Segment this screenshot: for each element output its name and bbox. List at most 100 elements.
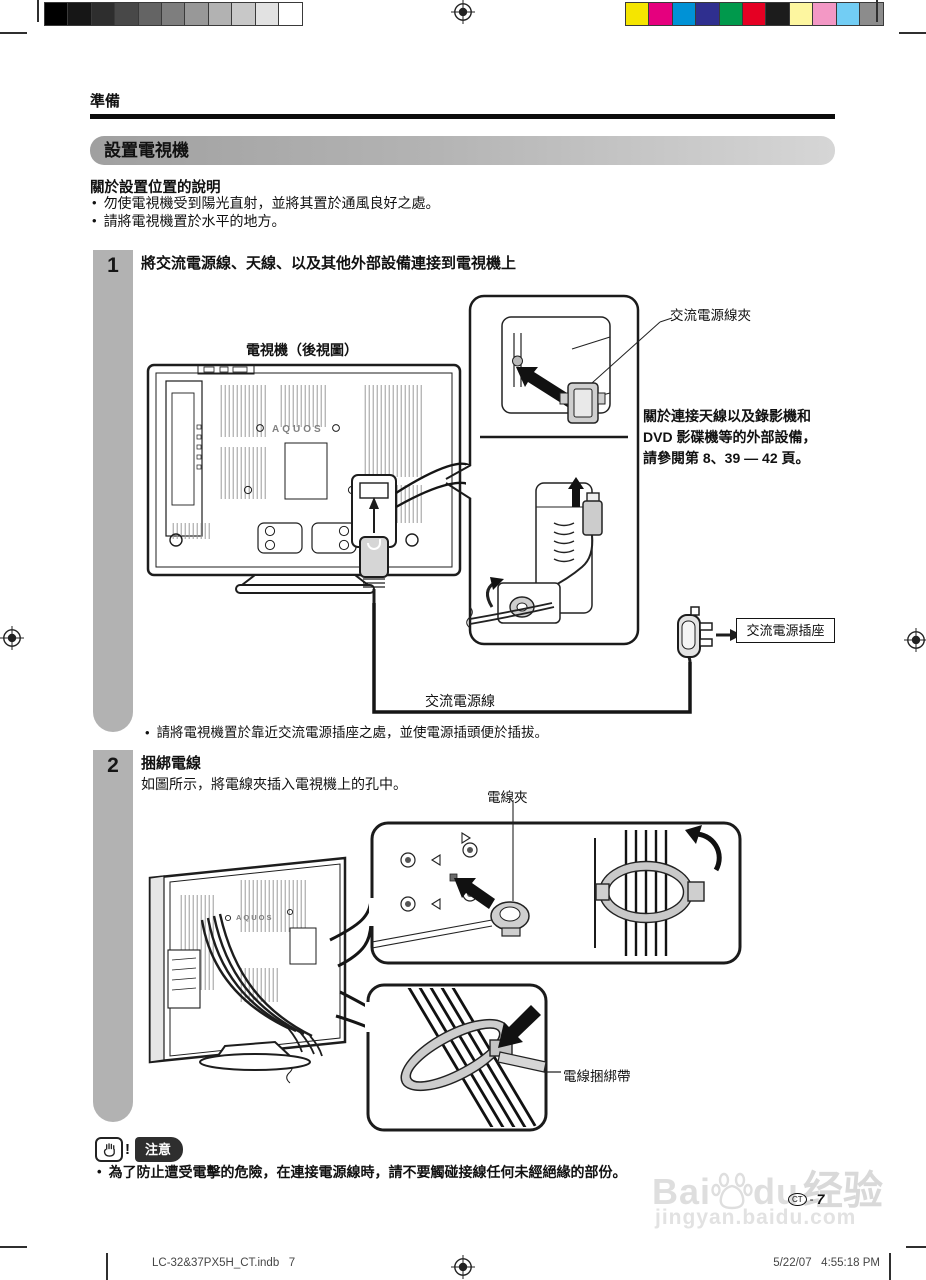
step2-number: 2 <box>107 754 119 777</box>
step2-title: 捆綁電線 <box>141 755 202 772</box>
calibration-swatch <box>91 3 116 25</box>
black-arrow <box>498 1005 541 1048</box>
tv-rear-label: 電視機（後視圖） <box>246 342 358 358</box>
brand-text: AQUOS <box>272 424 324 435</box>
ac-outlet-label: 交流電源插座 <box>736 618 835 643</box>
watermark-text: du <box>753 1171 800 1212</box>
tv-perspective-drawing: AQUOS <box>148 856 347 1084</box>
connection-note-line: DVD 影碟機等的外部設備， <box>643 429 817 445</box>
caution-bullet: • 為了防止遭受電擊的危險，在連接電源線時，請不要觸碰接線任何未經絕緣的部份。 <box>97 1163 627 1181</box>
bullet-dot: • <box>145 725 150 740</box>
registration-mark-icon <box>451 0 475 24</box>
calibration-swatch <box>278 3 303 25</box>
about-bullet-text: 勿使電視機受到陽光直射，並將其置於通風良好之處。 <box>103 195 440 211</box>
leader-line <box>591 321 661 384</box>
step2-bar <box>93 750 133 1122</box>
grayscale-calibration-bar <box>44 2 304 26</box>
header-rule <box>90 114 835 119</box>
brand-text: AQUOS <box>236 913 274 922</box>
calibration-swatch <box>766 3 790 25</box>
crop-tick <box>106 1253 108 1280</box>
step1-bar <box>93 250 133 732</box>
crop-tick <box>37 0 39 22</box>
cable-clip-label: 電線夾 <box>487 790 528 805</box>
watermark-url: jingyan.baidu.com <box>655 1206 857 1229</box>
step2-diagram: AQUOS <box>148 800 742 1132</box>
calibration-swatch <box>45 3 69 25</box>
connection-note-line: 關於連接天線以及錄影機和 <box>643 408 811 424</box>
calibration-swatch <box>696 3 720 25</box>
crop-tick <box>889 1253 891 1280</box>
registration-mark-icon <box>904 628 926 652</box>
calibration-swatch <box>185 3 209 25</box>
calibration-swatch <box>255 3 279 25</box>
page-number: CT - 7 <box>788 1191 824 1207</box>
caution-badge: 注意 <box>135 1136 184 1162</box>
registration-mark-icon <box>451 1255 475 1279</box>
calibration-swatch <box>742 3 767 25</box>
step1-bullet-text: 請將電視機置於靠近交流電源插座之處，並使電源插頭便於插拔。 <box>156 725 549 740</box>
page-number-separator: - <box>809 1192 814 1206</box>
crop-tick <box>906 1246 926 1248</box>
ac-inlet-and-plug <box>351 474 397 603</box>
step1-diagram: AQUOS <box>146 294 742 714</box>
calibration-swatch <box>859 3 884 25</box>
crop-tick <box>899 32 926 34</box>
tv-rear-drawing: AQUOS <box>146 363 462 594</box>
black-arrow <box>454 878 495 909</box>
watermark-suffix: 经验 <box>803 1169 884 1213</box>
crop-tick <box>876 0 878 22</box>
calibration-swatch <box>649 3 673 25</box>
about-bullet: • 勿使電視機受到陽光直射，並將其置於通風良好之處。 <box>92 194 440 212</box>
bullet-dot: • <box>97 1164 102 1179</box>
footer-timestamp: 5/22/07 4:55:18 PM <box>773 1257 880 1269</box>
bullet-dot: • <box>92 213 97 228</box>
connection-note-line: 請參閱第 8、39 — 42 頁。 <box>643 450 810 466</box>
crop-tick <box>0 32 27 34</box>
about-bullet-text: 請將電視機置於水平的地方。 <box>103 213 286 229</box>
connection-note: 關於連接天線以及錄影機和 DVD 影碟機等的外部設備， 請參閱第 8、39 — … <box>643 406 848 469</box>
calibration-swatch <box>161 3 186 25</box>
calibration-swatch <box>138 3 162 25</box>
page-number-value: 7 <box>816 1191 825 1207</box>
calibration-swatch <box>672 3 697 25</box>
step2-top-callout <box>369 800 742 965</box>
about-heading: 關於設置位置的說明 <box>90 180 221 196</box>
step1-bullet: • 請將電視機置於靠近交流電源插座之處，並使電源插頭便於插拔。 <box>145 724 548 742</box>
page-title: 設置電視機 <box>90 136 835 165</box>
ac-cord-label: 交流電源線 <box>425 693 495 709</box>
section-header: 準備 <box>90 93 121 110</box>
step1-title: 將交流電源線、天線、以及其他外部設備連接到電視機上 <box>141 255 517 272</box>
calibration-swatch <box>115 3 139 25</box>
paw-icon <box>711 1172 753 1210</box>
page-number-prefix: CT <box>788 1192 807 1206</box>
caution-header: ! 注意 <box>95 1136 184 1162</box>
footer-filename: LC-32&37PX5H_CT.indb 7 <box>152 1257 296 1269</box>
color-calibration-bar <box>625 2 885 26</box>
caution-exclamation: ! <box>125 1140 130 1158</box>
cable-tie-label: 電線捆綁帶 <box>563 1069 631 1084</box>
calibration-swatch <box>813 3 837 25</box>
ac-cord-line <box>372 603 692 714</box>
step2-bottom-callout <box>365 983 561 1132</box>
calibration-swatch <box>719 3 743 25</box>
caution-bullet-text: 為了防止遭受電擊的危險，在連接電源線時，請不要觸碰接線任何未經絕緣的部份。 <box>108 1164 627 1180</box>
bullet-dot: • <box>92 195 97 210</box>
step1-number: 1 <box>107 254 119 277</box>
cord-clamp-label: 交流電源線夾 <box>670 308 751 323</box>
cord-routing-inset <box>466 477 603 629</box>
calibration-swatch <box>208 3 233 25</box>
clamp-insert-inset <box>501 316 611 424</box>
calibration-swatch <box>626 3 650 25</box>
calibration-swatch <box>68 3 92 25</box>
watermark-text: Bai <box>652 1171 712 1212</box>
curl-arrow-head <box>685 825 702 844</box>
watermark: Bai du 经验 <box>652 1158 883 1216</box>
step2-description: 如圖所示，將電線夾插入電視機上的孔中。 <box>141 776 407 792</box>
hand-stop-icon <box>95 1136 123 1162</box>
calibration-swatch <box>232 3 256 25</box>
leader-line <box>659 317 673 323</box>
calibration-swatch <box>789 3 814 25</box>
registration-mark-icon <box>0 626 24 650</box>
